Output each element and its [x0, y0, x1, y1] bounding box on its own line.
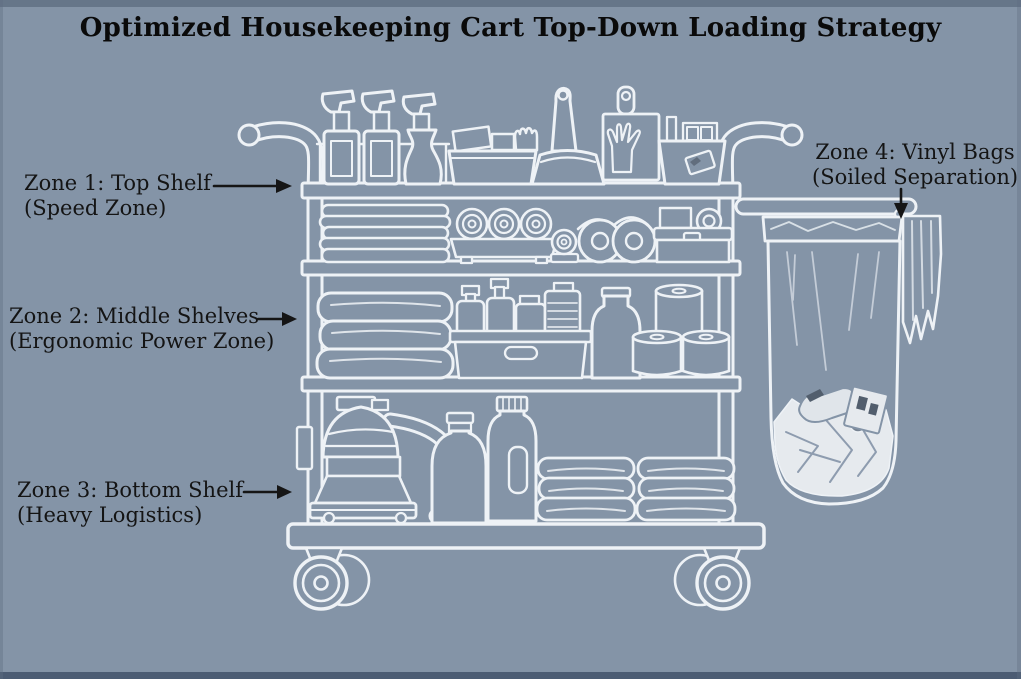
page-title: Optimized Housekeeping Cart Top-Down Loa… [79, 13, 942, 43]
folded-towel-stack [635, 456, 737, 522]
zone-arrows [212, 179, 908, 499]
amenity-bottle-bin [448, 277, 593, 380]
right-border [1017, 0, 1021, 679]
paper-roll-tray [449, 207, 559, 265]
hanging-rag-icon [901, 214, 943, 345]
zone1-label-line2: (Speed Zone) [24, 196, 167, 220]
zone3-label-line2: (Heavy Logistics) [17, 503, 203, 527]
zone2-arrow [256, 312, 297, 326]
detergent-jug-icon [486, 395, 538, 523]
cart-right-handle [716, 121, 804, 536]
toilet-paper-rolls [631, 283, 731, 377]
cart-shelves [300, 181, 742, 393]
left-border [0, 0, 3, 679]
lower-middle-shelf-items [315, 277, 731, 380]
zone3-label: Zone 3: Bottom Shelf (Heavy Logistics) [17, 478, 243, 528]
zone4-label: Zone 4: Vinyl Bags (Soiled Separation) [812, 140, 1018, 190]
zone2-label-line1: Zone 2: Middle Shelves [9, 304, 260, 328]
supply-box-icon [652, 206, 734, 264]
cart-base-platform [286, 522, 766, 550]
middle-shelf-edge-upper [300, 259, 742, 277]
vinyl-bag-assembly [761, 208, 943, 506]
spray-bottle-icon [320, 89, 361, 186]
folded-towel-stack [318, 203, 452, 264]
bottom-border [0, 672, 1021, 679]
zone2-label-line2: (Ergonomic Power Zone) [9, 329, 275, 353]
left-caster-wheel [293, 546, 371, 611]
small-roll-icon [549, 228, 580, 264]
top-border [0, 0, 1021, 7]
vinyl-bag-top [761, 215, 904, 243]
spray-bottle-icon [401, 92, 443, 186]
vacuum-cleaner-icon [295, 395, 464, 525]
zone4-label-line2: (Soiled Separation) [812, 165, 1019, 189]
zone1-label: Zone 1: Top Shelf (Speed Zone) [24, 171, 211, 221]
sponge-caddy-icon [447, 125, 539, 186]
right-caster-wheel [673, 546, 751, 611]
zone2-label: Zone 2: Middle Shelves (Ergonomic Power … [9, 304, 274, 354]
dustpan-icon [530, 86, 606, 186]
toilet-paper-pair [576, 216, 657, 264]
zone4-label-line1: Zone 4: Vinyl Bags [815, 140, 1015, 164]
cart-frame [237, 121, 918, 611]
zone3-arrow [242, 485, 292, 499]
spray-bottle-icon [360, 89, 401, 186]
soiled-linens [773, 385, 894, 497]
water-jug-icon [430, 411, 488, 525]
glove-board-icon [601, 85, 661, 182]
zone4-arrow [894, 187, 908, 219]
brush-caddy-icon [657, 115, 727, 186]
bag-hanging-rail [734, 197, 918, 216]
refill-jug-icon [590, 286, 642, 380]
zone1-label-line1: Zone 1: Top Shelf [24, 171, 211, 195]
upper-middle-shelf-items [318, 203, 734, 265]
zone3-label-line1: Zone 3: Bottom Shelf [17, 478, 243, 502]
folded-towel-stack [535, 456, 637, 522]
folded-towel-stack [315, 291, 455, 380]
zone1-arrow [212, 179, 292, 193]
bottom-shelf-items [295, 395, 737, 525]
top-shelf-items [315, 85, 727, 186]
cart-left-handle [237, 121, 325, 536]
